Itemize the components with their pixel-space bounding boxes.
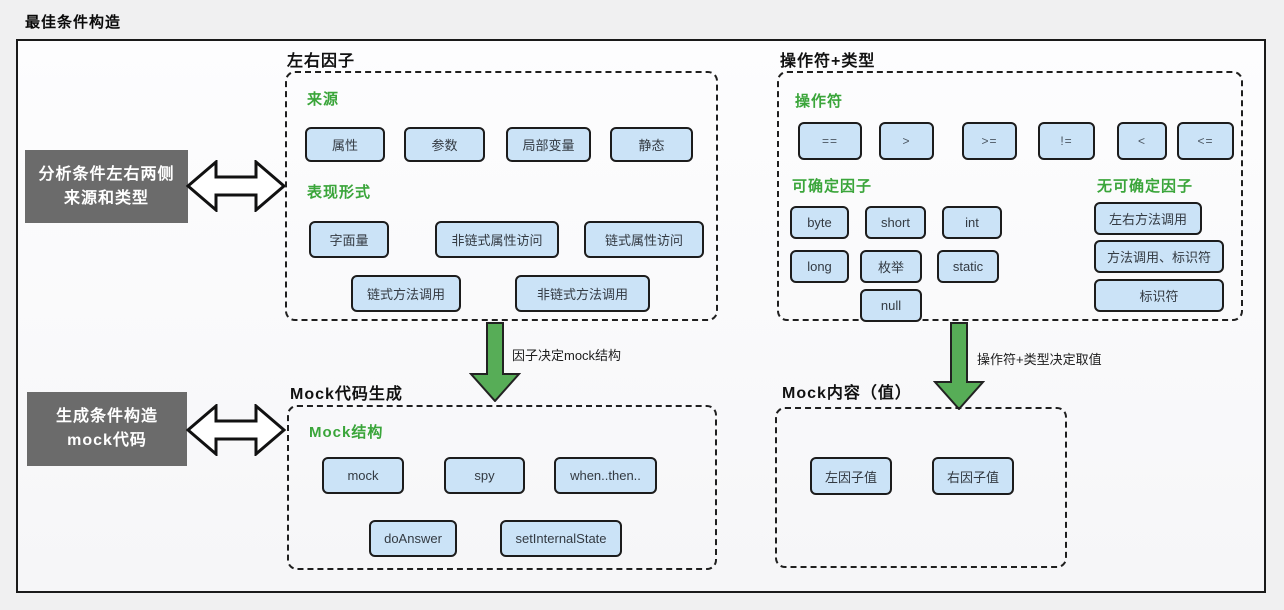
mock-api-chip: setInternalState xyxy=(500,520,622,557)
factors-group-title: 左右因子 xyxy=(287,53,356,70)
operator-chip: == xyxy=(798,122,862,160)
mock-api-chip: when..then.. xyxy=(554,457,657,494)
source-item-chip: 参数 xyxy=(404,127,485,162)
down-arrow-icon xyxy=(933,322,985,410)
source-item-chip: 局部变量 xyxy=(506,127,591,162)
operator-chip: >= xyxy=(962,122,1017,160)
undeterminable-chip: 标识符 xyxy=(1094,279,1224,312)
double-arrow-icon xyxy=(186,404,286,456)
operator-chip: < xyxy=(1117,122,1167,160)
source-item-chip: 属性 xyxy=(305,127,385,162)
step-generate-box: 生成条件构造 mock代码 xyxy=(27,392,187,466)
value-chip: 右因子值 xyxy=(932,457,1014,495)
form-item-chip: 链式属性访问 xyxy=(584,221,704,258)
type-chip: byte xyxy=(790,206,849,239)
value-chip: 左因子值 xyxy=(810,457,892,495)
mock-api-chip: doAnswer xyxy=(369,520,457,557)
mock-api-chip: mock xyxy=(322,457,404,494)
type-chip: null xyxy=(860,289,922,322)
undeterminable-label: 无可确定因子 xyxy=(1097,178,1194,195)
operator-chip: != xyxy=(1038,122,1095,160)
step-generate-line1: 生成条件构造 xyxy=(55,408,158,425)
page-title: 最佳条件构造 xyxy=(25,14,122,31)
operator-arrow-label: 操作符+类型决定取值 xyxy=(977,352,1102,367)
double-arrow-icon xyxy=(186,160,286,212)
determinable-label: 可确定因子 xyxy=(792,178,873,195)
mock-code-group-title: Mock代码生成 xyxy=(290,386,403,403)
form-item-chip: 非链式属性访问 xyxy=(435,221,559,258)
type-chip: 枚举 xyxy=(860,250,922,283)
operators-group-panel: 操作符 == > >= != < <= 可确定因子 无可确定因子 byte sh… xyxy=(777,71,1243,322)
step-generate-line2: mock代码 xyxy=(67,432,147,449)
factor-arrow-label: 因子决定mock结构 xyxy=(512,348,622,363)
type-chip: int xyxy=(942,206,1002,239)
factors-form-label: 表现形式 xyxy=(307,184,372,201)
step-analyze-box: 分析条件左右两侧 来源和类型 xyxy=(25,150,188,223)
form-item-chip: 非链式方法调用 xyxy=(515,275,650,312)
down-arrow-icon xyxy=(469,322,521,402)
operator-chip: <= xyxy=(1177,122,1234,160)
mock-value-group-panel: 左因子值 右因子值 xyxy=(775,407,1067,568)
step-analyze-line1: 分析条件左右两侧 xyxy=(38,165,175,183)
type-chip: short xyxy=(865,206,926,239)
form-item-chip: 链式方法调用 xyxy=(351,275,461,312)
step-analyze-line2: 来源和类型 xyxy=(63,189,149,207)
mock-code-group-panel: Mock结构 mock spy when..then.. doAnswer se… xyxy=(287,405,717,570)
type-chip: static xyxy=(937,250,999,283)
factors-group-panel: 来源 属性 参数 局部变量 静态 表现形式 字面量 非链式属性访问 链式属性访问… xyxy=(285,71,718,321)
type-chip: long xyxy=(790,250,849,283)
undeterminable-chip: 左右方法调用 xyxy=(1094,202,1202,235)
operators-group-title: 操作符+类型 xyxy=(780,53,876,70)
mock-api-chip: spy xyxy=(444,457,525,494)
operator-chip: > xyxy=(879,122,934,160)
factors-source-label: 来源 xyxy=(307,91,340,108)
undeterminable-chip: 方法调用、标识符 xyxy=(1094,240,1224,273)
mock-structure-label: Mock结构 xyxy=(309,424,384,441)
operators-ops-label: 操作符 xyxy=(795,93,844,110)
source-item-chip: 静态 xyxy=(610,127,693,162)
mock-value-group-title: Mock内容（值） xyxy=(782,385,912,402)
form-item-chip: 字面量 xyxy=(309,221,389,258)
